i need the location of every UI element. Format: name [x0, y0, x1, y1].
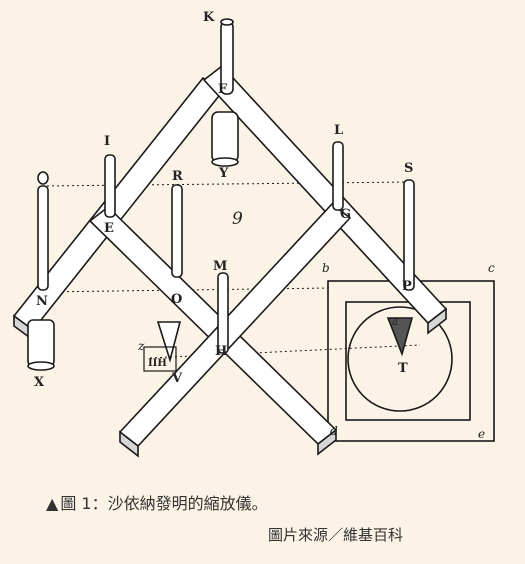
label-b: b — [322, 261, 330, 275]
label-g: G — [340, 207, 351, 222]
caption-text: 圖 1：沙依納發明的縮放儀。 — [60, 494, 268, 513]
pantograph-engraving: K F Y I L S R E G 9 b c M N O P z H a T … — [12, 10, 495, 458]
pins — [37, 18, 415, 354]
stylus-v — [156, 321, 182, 363]
caption-marker: ▲ — [46, 494, 59, 513]
label-h: H — [215, 344, 227, 359]
label-e: E — [104, 221, 114, 236]
label-x: X — [34, 375, 45, 390]
image-credit: 圖片來源／維基百科 — [268, 526, 404, 544]
column-y — [211, 111, 239, 163]
figure-caption: ▲圖 1：沙依納發明的縮放儀。 — [46, 490, 525, 514]
label-i: I — [104, 134, 110, 149]
label-n: N — [36, 294, 48, 309]
label-y: Y — [218, 166, 229, 181]
label-e-small: e — [478, 427, 485, 441]
board-circle — [347, 306, 453, 412]
column-x — [27, 319, 55, 367]
label-a: a — [392, 317, 398, 328]
label-l: L — [334, 123, 343, 138]
label-k: K — [203, 10, 215, 25]
label-r: R — [172, 169, 183, 184]
label-nine: 9 — [232, 209, 243, 229]
label-p: P — [402, 279, 412, 294]
label-c: c — [488, 261, 495, 275]
stylus-box — [143, 346, 177, 372]
label-m: M — [213, 259, 227, 274]
label-o: O — [171, 292, 182, 307]
label-t: T — [398, 361, 408, 376]
label-f: F — [218, 82, 228, 97]
label-d: d — [330, 424, 338, 438]
label-z: z — [137, 339, 145, 353]
label-iih: IIH — [148, 358, 167, 369]
pencil-t — [386, 317, 414, 357]
label-s: S — [404, 161, 413, 176]
label-v: V — [171, 371, 183, 386]
